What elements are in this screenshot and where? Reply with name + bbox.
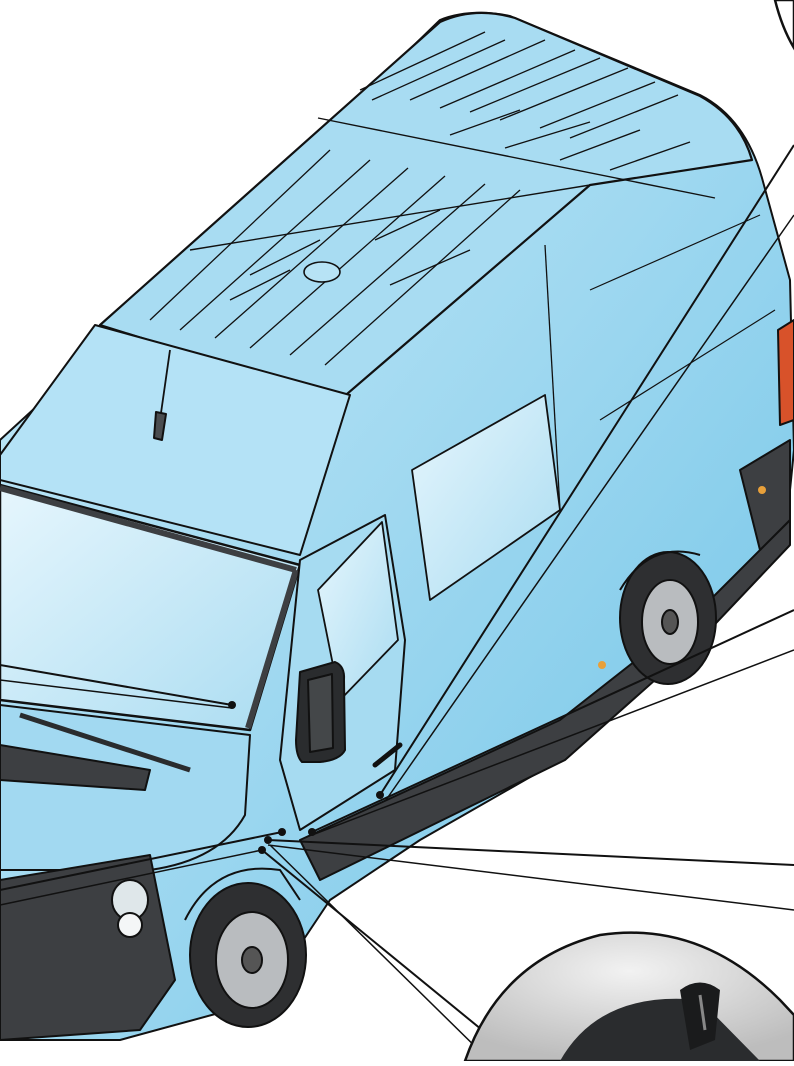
side-indicator-mid: [598, 661, 606, 669]
roof-vent-icon: [304, 262, 340, 282]
side-indicator-rear: [758, 486, 766, 494]
van-body: [0, 13, 794, 1040]
side-mirror-icon: [296, 662, 345, 762]
detail-circle-bottom: [465, 933, 794, 1061]
front-wheel-icon: [190, 883, 306, 1027]
tail-light: [778, 320, 794, 425]
detail-circle-top: [775, 0, 794, 48]
front-bumper: [0, 855, 175, 1040]
